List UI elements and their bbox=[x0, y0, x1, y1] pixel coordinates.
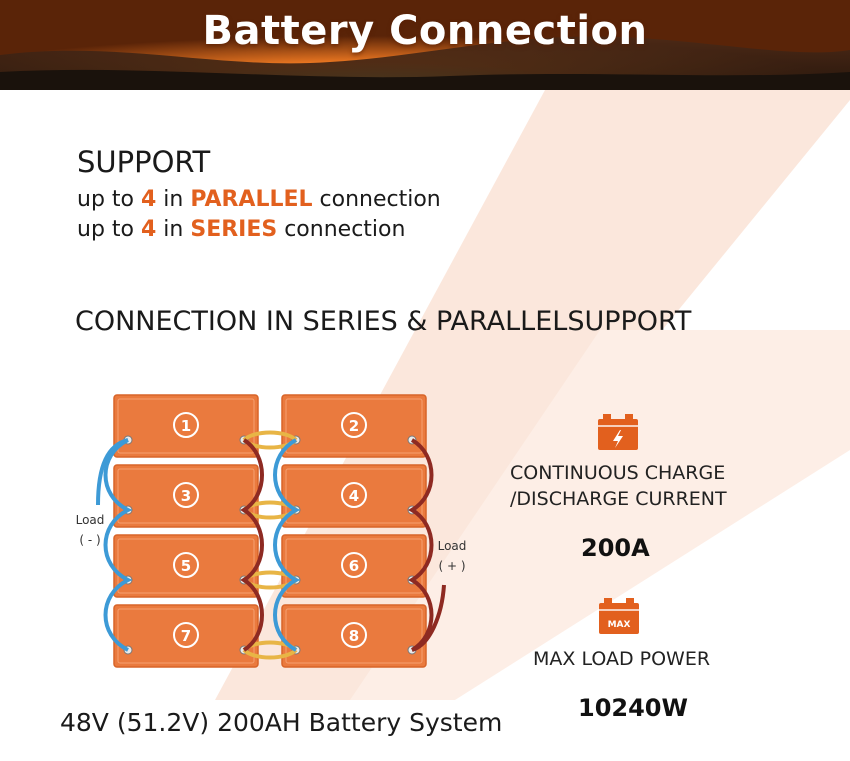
battery-bolt-icon bbox=[598, 414, 638, 450]
parallel-keyword: PARALLEL bbox=[190, 187, 313, 212]
negative-load-lead bbox=[96, 438, 129, 506]
battery-7-number: 7 bbox=[181, 627, 191, 645]
power-label: MAX LOAD POWER bbox=[533, 648, 711, 670]
sunset-background bbox=[0, 0, 850, 90]
support-heading: SUPPORT bbox=[77, 145, 211, 179]
positive-parallel-wire bbox=[408, 438, 434, 652]
current-label-line1: CONTINUOUS CHARGE bbox=[510, 462, 726, 484]
series-link-4-b bbox=[242, 648, 298, 660]
positive-load-lead bbox=[411, 584, 446, 652]
page-title: Battery Connection bbox=[202, 8, 648, 54]
header-banner: Battery Connection bbox=[0, 0, 850, 90]
battery-7-badge bbox=[173, 622, 199, 648]
load-negative-label: Load ( - ) bbox=[75, 513, 105, 547]
section-title: CONNECTION IN SERIES & PARALLELSUPPORT bbox=[75, 306, 692, 337]
battery-5-number: 5 bbox=[181, 557, 191, 575]
battery-max-icon: MAX bbox=[599, 598, 639, 634]
battery-4-number: 4 bbox=[349, 487, 359, 505]
load-positive-label: Load ( + ) bbox=[437, 539, 467, 573]
battery-1-number: 1 bbox=[181, 417, 191, 435]
battery-2 bbox=[281, 394, 427, 458]
battery-6-badge bbox=[341, 552, 367, 578]
battery-3-badge bbox=[173, 482, 199, 508]
battery-3-number: 3 bbox=[181, 487, 191, 505]
power-value: 10240W bbox=[578, 694, 688, 722]
series-count: 4 bbox=[140, 217, 157, 242]
current-label-line2: /DISCHARGE CURRENT bbox=[510, 488, 727, 510]
battery-wiring-diagram: 1 2 3 4 5 6 7 8 bbox=[96, 394, 446, 668]
current-value: 200A bbox=[581, 534, 650, 562]
series-link-1 bbox=[242, 430, 298, 442]
positive-parallel-wire-left bbox=[240, 438, 264, 652]
negative-parallel-wire bbox=[103, 438, 133, 652]
battery-8-number: 8 bbox=[349, 627, 359, 645]
series-keyword: SERIES bbox=[190, 217, 278, 242]
negative-parallel-wire-right bbox=[273, 438, 301, 652]
battery-6-number: 6 bbox=[349, 557, 359, 575]
battery-8-badge bbox=[341, 622, 367, 648]
max-icon-text: MAX bbox=[608, 620, 631, 630]
battery-1-badge bbox=[173, 412, 199, 438]
battery-4-badge bbox=[341, 482, 367, 508]
battery-2-number: 2 bbox=[349, 417, 359, 435]
system-caption: 48V (51.2V) 200AH Battery System bbox=[60, 708, 503, 737]
parallel-count: 4 bbox=[140, 187, 157, 212]
battery-2-badge bbox=[341, 412, 367, 438]
battery-5-badge bbox=[173, 552, 199, 578]
series-support-line: up to 4 in SERIES connection bbox=[77, 217, 406, 242]
battery-1 bbox=[113, 394, 259, 458]
parallel-support-line: up to 4 in PARALLEL connection bbox=[77, 187, 441, 212]
